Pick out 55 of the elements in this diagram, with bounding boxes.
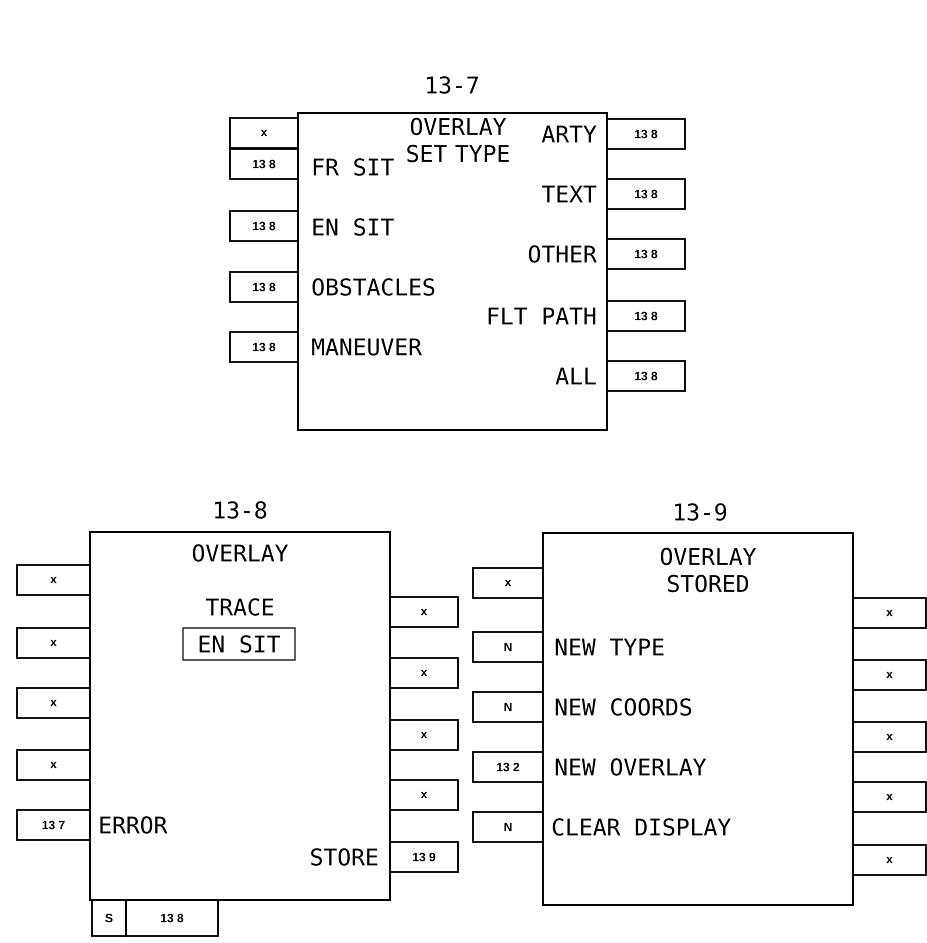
option-label: NEW TYPE — [556, 638, 664, 656]
option-label: ALL — [556, 368, 596, 384]
tab-box: x — [852, 659, 927, 691]
tab-box: x — [16, 564, 91, 596]
block-title: 13-8 — [215, 501, 266, 519]
tab-box: S — [91, 899, 127, 937]
tab-box: 13 8 — [229, 210, 299, 242]
option-label: NEW COORDS — [556, 698, 692, 716]
option-label: FLT PATH — [488, 308, 596, 324]
inset-box: EN SIT — [182, 627, 296, 661]
tab-box: x — [852, 721, 927, 753]
tab-box: x — [389, 596, 459, 628]
option-label: CLEAR DISPLAY — [552, 818, 731, 836]
tab-box: 13 7 — [16, 809, 91, 841]
tab-box: x — [16, 687, 91, 719]
tab-box: N — [472, 631, 544, 663]
tab-box: 13 8 — [606, 118, 686, 150]
option-label: MANEUVER — [312, 338, 422, 356]
tab-box: x — [852, 844, 927, 876]
tab-box: x — [472, 567, 544, 599]
tab-box: 13 8 — [606, 300, 686, 332]
tab-box: 13 8 — [229, 271, 299, 303]
block-title: 13-7 — [427, 76, 478, 94]
option-label: OTHER — [528, 245, 597, 263]
option-label: STORE — [311, 848, 378, 866]
option-label: FR SIT — [314, 158, 394, 176]
block-title: 13-9 — [675, 503, 726, 521]
tab-box: 13 8 — [606, 360, 686, 392]
tab-box: x — [16, 749, 91, 781]
option-label: NEW OVERLAY — [556, 758, 706, 776]
tab-box: N — [472, 691, 544, 723]
option-label: TRACE — [206, 598, 274, 616]
tab-box: 13 8 — [606, 238, 686, 270]
option-label: EN SIT — [313, 218, 394, 236]
tab-box: x — [229, 117, 299, 149]
tab-box: x — [16, 627, 91, 659]
option-label: ARTY — [542, 126, 596, 142]
block-heading: OVERLAY SET TYPE — [407, 118, 509, 162]
tab-box: N — [472, 811, 544, 843]
tab-box: x — [852, 597, 927, 629]
tab-box: x — [389, 779, 459, 811]
option-label: OBSTACLES — [312, 278, 434, 296]
tab-box: 13 8 — [229, 148, 299, 180]
option-label: ERROR — [100, 816, 168, 834]
option-label: TEXT — [542, 186, 596, 202]
tab-box: 13 2 — [472, 751, 544, 783]
tab-box: x — [852, 781, 927, 813]
tab-box: 13 8 — [606, 178, 686, 210]
tab-box: 13 8 — [125, 899, 219, 937]
tab-box: x — [389, 719, 459, 751]
tab-box: 13 8 — [229, 331, 299, 363]
block-heading: OVERLAY — [192, 544, 288, 562]
block-heading: OVERLAY STORED — [660, 548, 756, 592]
tab-box: 13 9 — [389, 841, 459, 873]
tab-box: x — [389, 657, 459, 689]
